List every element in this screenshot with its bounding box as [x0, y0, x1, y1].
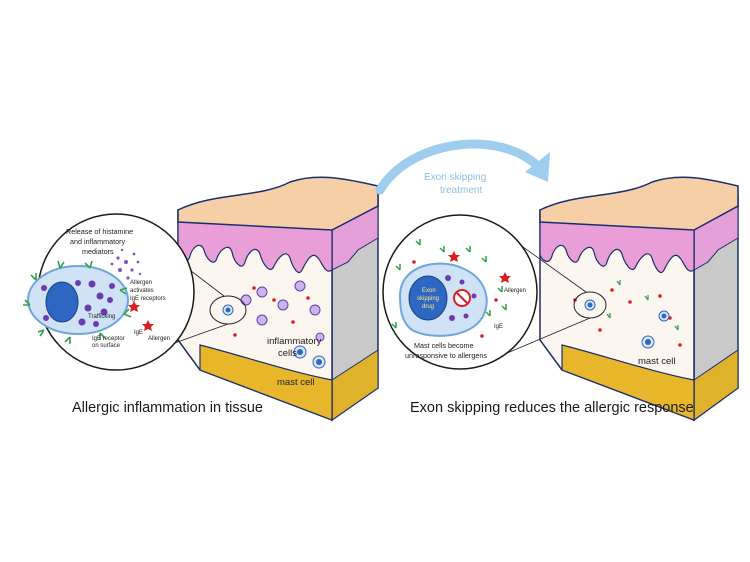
- right-dermis-cells: [573, 280, 682, 349]
- unresponsive-label-line1: Mast cells become: [414, 341, 474, 350]
- inflammatory-cell: [315, 332, 325, 342]
- ige-antibodies: [391, 239, 507, 329]
- treatment-arrow: Exon skipping treatment: [375, 139, 550, 196]
- allergen-dot: [233, 333, 237, 337]
- left-block-epidermis: [177, 214, 333, 274]
- right-block-fat-layer: [561, 344, 695, 421]
- allergen-dot: [628, 300, 632, 304]
- inflammatory-cell: [309, 304, 321, 316]
- inflammatory-cell: [240, 294, 252, 306]
- allergen-dot: [291, 320, 295, 324]
- left-allergen-label: Allergen: [148, 336, 170, 342]
- left-ige-label: IgE: [134, 330, 143, 336]
- mast-cell-nucleus: [316, 359, 322, 365]
- release-label-line2: and inflammatory: [70, 237, 126, 246]
- ige-receptor-label-line1: IgE receptor: [92, 336, 125, 342]
- unresponsive-label-line2: unresponsive to allergens: [405, 351, 487, 360]
- arrow-head-icon: [525, 152, 550, 182]
- allergen-dot: [252, 286, 256, 290]
- right-allergen-label: Allergen: [504, 288, 526, 294]
- release-label-line1: Release of histamine: [66, 227, 133, 236]
- release-label-line3: mediators: [82, 247, 114, 256]
- curved-arrow: [375, 139, 545, 195]
- right-ige-label: IgE: [494, 324, 503, 330]
- allergen-dot: [658, 294, 662, 298]
- drug-label-line3: drug: [422, 304, 434, 310]
- inflammatory-cell: [294, 280, 306, 292]
- left-mast-cell-label: mast cell: [277, 377, 314, 388]
- right-block-skin-top: [539, 176, 739, 231]
- allergen-dot: [272, 298, 276, 302]
- left-block-fat-layer: [199, 344, 333, 421]
- mast-cell-nucleus: [45, 281, 79, 323]
- allergen-dot: [598, 328, 602, 332]
- left-caption: Allergic inflammation in tissue: [72, 400, 263, 416]
- mast-cell-nucleus: [587, 302, 593, 308]
- released-mediators: [110, 248, 142, 280]
- arrow-label-line1: Exon skipping: [424, 172, 486, 183]
- right-caption: Exon skipping reduces the allergic respo…: [410, 400, 694, 416]
- mast-cell-nucleus: [645, 339, 651, 345]
- mast-cell-nucleus: [661, 313, 667, 319]
- ige-receptors: [23, 260, 132, 344]
- allergen-dot: [306, 296, 310, 300]
- allergen-dot: [412, 260, 416, 264]
- drug-label-line1: Exon: [422, 288, 436, 294]
- allergen-icon: [128, 301, 154, 331]
- mast-cell-nucleus: [225, 307, 231, 313]
- inflammatory-cell: [256, 314, 268, 326]
- right-block-epidermis: [539, 214, 695, 274]
- inflammatory-cells-label-line1: inflammatory: [267, 336, 322, 347]
- ige-receptors: [606, 280, 679, 331]
- allergen-dot: [494, 298, 498, 302]
- allergen-activates-line1: Allergen: [130, 280, 152, 286]
- inflammatory-cells-label-line2: cells: [278, 348, 297, 359]
- granules: [445, 275, 477, 321]
- allergen-activates-line3: IgE receptors: [130, 296, 166, 302]
- inflammatory-cell: [256, 286, 268, 298]
- mast-cell-nucleus: [297, 349, 303, 355]
- inflammatory-cell: [277, 299, 289, 311]
- blocked-icon-slash: [455, 291, 469, 305]
- left-inset: Release of histamine and inflammatory me…: [23, 213, 195, 371]
- right-mast-cell-label: mast cell: [638, 356, 675, 367]
- right-inset: Exon skipping drug Allergen IgE Mast cel…: [382, 214, 538, 370]
- allergen-icon: [448, 251, 511, 283]
- left-block-skin-top: [177, 176, 379, 231]
- allergen-dot: [678, 343, 682, 347]
- allergen-activates-line2: activates: [130, 288, 154, 294]
- drug-label-line2: skipping: [417, 296, 439, 302]
- trafficking-label: Trafficking: [88, 314, 115, 320]
- arrow-label-line2: treatment: [440, 185, 482, 196]
- ige-receptor-label-line2: on surface: [92, 343, 121, 349]
- drug-nucleus: [408, 275, 448, 321]
- allergen-dot: [480, 334, 484, 338]
- left-dermis-cells: [233, 280, 326, 369]
- granules: [41, 280, 115, 327]
- left-tissue-block: inflammatory cells mast cell: [109, 176, 379, 422]
- allergen-dot: [610, 288, 614, 292]
